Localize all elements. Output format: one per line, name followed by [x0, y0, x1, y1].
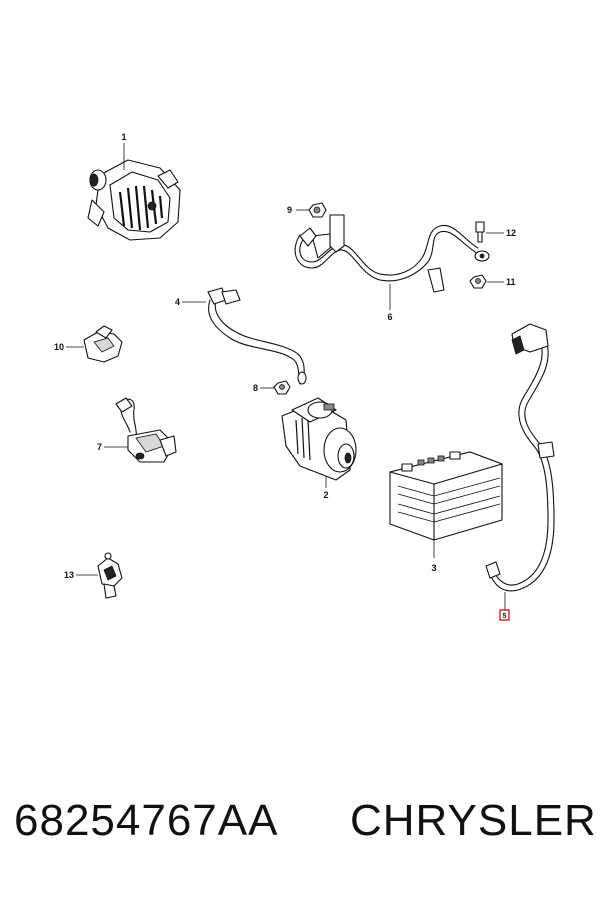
- sensor-7: 7: [97, 397, 177, 463]
- starter-motor: 2: [281, 397, 357, 500]
- nut-8: 8: [253, 380, 291, 395]
- bracket-10: 10: [54, 325, 123, 363]
- callout-5: 5: [503, 613, 507, 620]
- cable-6: 6: [293, 214, 490, 322]
- footer: 68254767AA CHRYSLER: [0, 796, 600, 866]
- parts-diagram: 1 9 6 12 11: [54, 132, 555, 621]
- clip-13: 13: [64, 552, 123, 599]
- callout-2: 2: [323, 490, 328, 500]
- battery: 3: [389, 451, 503, 573]
- alternator: 1: [87, 132, 181, 241]
- highlight-box: [499, 609, 510, 621]
- callout-4: 4: [175, 297, 180, 307]
- brand-name: CHRYSLER: [350, 796, 597, 845]
- callout-10: 10: [54, 342, 64, 352]
- callout-8: 8: [253, 383, 258, 393]
- callout-6: 6: [387, 312, 392, 322]
- callout-7: 7: [97, 442, 102, 452]
- callout-9: 9: [287, 205, 292, 215]
- nut-11: 11: [469, 274, 516, 289]
- cable-4: 4: [175, 287, 307, 386]
- cable-5: 5: [485, 323, 555, 621]
- callout-12: 12: [506, 228, 516, 238]
- callout-1: 1: [121, 132, 126, 142]
- callout-3: 3: [431, 563, 436, 573]
- part-number: 68254767AA: [14, 796, 279, 845]
- callout-13: 13: [64, 570, 74, 580]
- nut-9: 9: [287, 202, 327, 218]
- callout-11: 11: [506, 277, 516, 287]
- bolt-12: 12: [475, 221, 516, 243]
